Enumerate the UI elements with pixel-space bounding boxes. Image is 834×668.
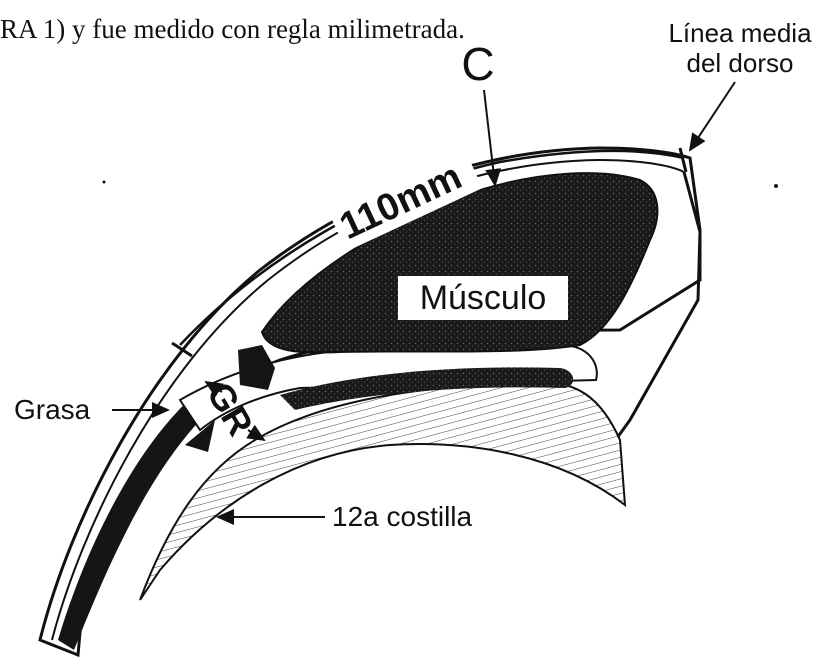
speck [103, 181, 106, 184]
rib-label: 12a costilla [332, 501, 473, 532]
caption-text: RA 1) y fue medido con regla milimetrada… [0, 14, 465, 44]
muscle-label: Músculo [420, 279, 547, 317]
fat-label: Grasa [14, 394, 91, 425]
midline-pointer [690, 82, 735, 150]
c-label: C [461, 38, 494, 90]
midline-label-top: Línea media [668, 18, 812, 48]
speck [774, 184, 778, 188]
midline-label-bottom: del dorso [687, 48, 794, 78]
